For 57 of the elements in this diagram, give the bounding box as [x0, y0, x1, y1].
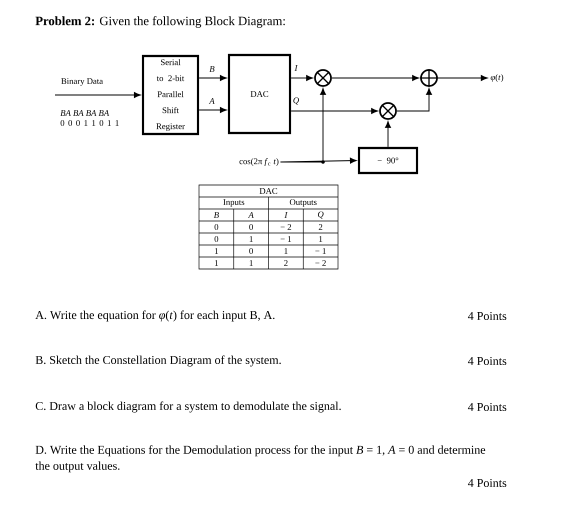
- table-cell: 1: [215, 260, 218, 266]
- arrow: [198, 75, 227, 81]
- edge-label: Binary Data: [61, 78, 103, 86]
- process-box: Serial to 2-bit Parallel Shift Register: [142, 54, 200, 136]
- arrow: [331, 75, 419, 81]
- table-cell: 2: [284, 260, 288, 266]
- table-cell: 1: [215, 248, 218, 254]
- arrow: [54, 92, 141, 98]
- points-label: 4 Points: [468, 356, 506, 366]
- table-cell: 0: [249, 224, 253, 230]
- table-cell: 1: [284, 248, 288, 254]
- question-text: B. Sketch the Constellation Diagram of the system.: [36, 355, 281, 367]
- arrow: [198, 107, 227, 113]
- points-label: 4 Points: [468, 478, 506, 488]
- question-text: D. Write the Equations for the Demodulation process for the input B = 1, A = 0 and determine the output values.: [35, 445, 486, 472]
- summer-circle: [419, 68, 439, 88]
- arrow: [280, 158, 357, 164]
- table-cell: 0: [214, 224, 218, 230]
- table-cell: − 2: [315, 260, 326, 266]
- table-cell: 1: [250, 236, 253, 242]
- table-cell: − 1: [315, 248, 326, 254]
- process-box: − 90°: [358, 146, 418, 174]
- arrow: [437, 75, 488, 81]
- arrow: [290, 108, 378, 114]
- bit-sequence: 0 0 0 1 1 0 1 1: [60, 120, 119, 126]
- multiplier-circle: [314, 69, 332, 87]
- arrow: [396, 88, 432, 112]
- table-cell: A: [248, 212, 254, 218]
- bit-pair-label: BA BA BA BA: [60, 110, 110, 116]
- multiplier-circle: [379, 102, 397, 120]
- table-cell: 0: [214, 236, 218, 242]
- signal-label: cos(2π f$_{c}$ t): [239, 158, 278, 166]
- process-box: DAC: [228, 54, 292, 134]
- arrow: [385, 121, 391, 148]
- table-cell: Outputs: [290, 199, 317, 207]
- edge-label: B: [209, 66, 214, 72]
- points-label: 4 Points: [468, 402, 506, 412]
- points-label: 4 Points: [468, 312, 506, 320]
- table-cell: 1: [250, 260, 253, 266]
- edge-label: Q: [293, 97, 299, 105]
- title: Problem 2: Given the following Block Diagram:: [35, 16, 285, 28]
- table-cell: Q: [318, 211, 324, 219]
- edge-label: I: [294, 65, 298, 71]
- table-cell: I: [284, 212, 288, 218]
- question-text: C. Draw a block diagram for a system to demodulate the signal.: [36, 401, 341, 413]
- table-cell: 0: [249, 248, 253, 254]
- table-cell: 2: [318, 224, 322, 230]
- table-cell: − 2: [280, 224, 292, 230]
- table-cell: Inputs: [223, 199, 244, 207]
- table-cell: DAC: [260, 188, 278, 194]
- edge-label: A: [208, 98, 215, 104]
- question-text: A. Write the equation for φ(t) for each input B, A.: [35, 310, 274, 322]
- signal-label: φ(t): [490, 74, 504, 82]
- table-cell: − 1: [280, 236, 292, 242]
- table-cell: 1: [319, 236, 322, 242]
- table-cell: B: [214, 212, 219, 218]
- arrow: [290, 75, 313, 81]
